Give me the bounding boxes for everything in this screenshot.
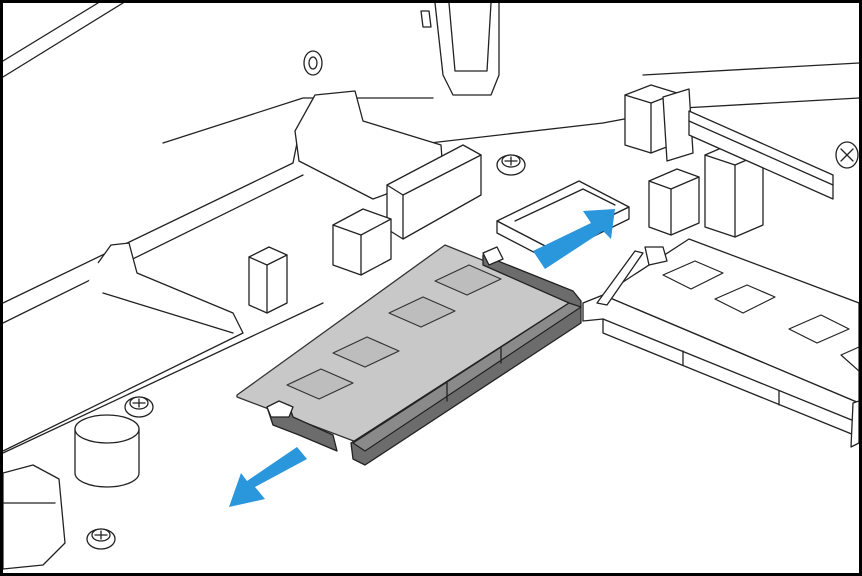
component-block-1 <box>332 208 392 276</box>
screw-icon <box>496 154 526 176</box>
screw-icon <box>835 141 859 169</box>
screw-icon <box>86 528 116 550</box>
component-block-2 <box>248 246 288 314</box>
memory-module <box>236 244 582 466</box>
screw-icon <box>124 396 154 418</box>
center-bracket <box>294 90 482 240</box>
ring-post <box>303 50 323 76</box>
top-bracket <box>420 3 500 96</box>
component-block-3 <box>624 84 694 162</box>
right-rail <box>688 110 834 200</box>
arrow-insert-icon <box>533 209 615 269</box>
capacitor-partial <box>3 464 66 570</box>
arrow-push-icon <box>229 447 307 507</box>
capacitor <box>74 414 140 488</box>
component-block-5 <box>648 168 700 236</box>
memory-installation-diagram <box>3 3 859 570</box>
installed-memory-module <box>582 238 859 448</box>
